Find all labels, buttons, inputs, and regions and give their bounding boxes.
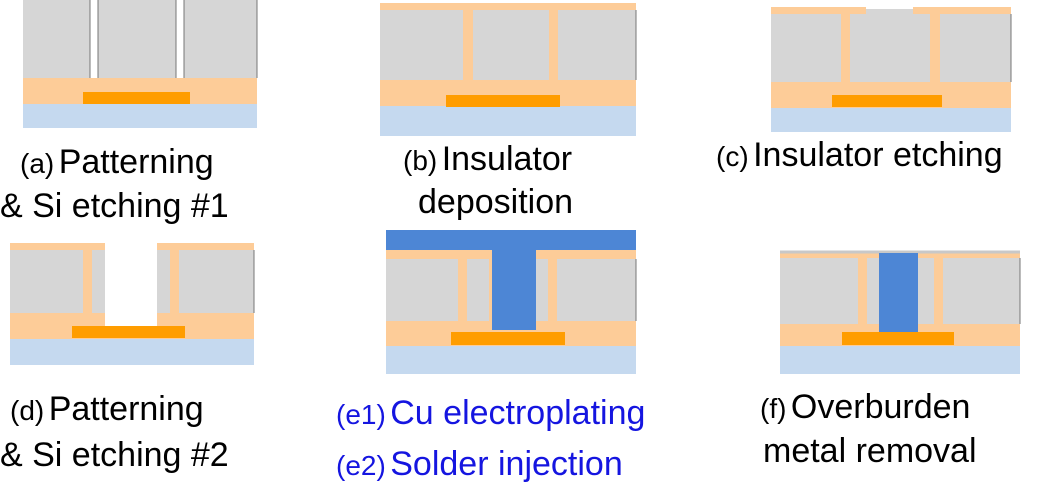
substrate-layer — [386, 346, 636, 374]
silicon-block-left — [23, 0, 90, 78]
insulator-top-left — [771, 7, 866, 14]
caption-c: (c) Insulator etching — [716, 136, 1003, 175]
diagram-c — [771, 7, 1012, 132]
silicon-block-middle — [98, 0, 176, 78]
diagram-f — [780, 250, 1021, 374]
metal-via — [879, 253, 918, 332]
silicon-block-right — [179, 250, 254, 313]
caption-d-line1: Patterning — [48, 390, 204, 428]
diagram-d — [10, 243, 255, 365]
metal-pad — [832, 95, 942, 107]
caption-d-line2: & Si etching #2 — [0, 436, 229, 474]
caption-a: (a) Patterning — [20, 143, 214, 182]
insulator-top-right — [913, 7, 1011, 14]
caption-a-line1: Patterning — [58, 143, 214, 181]
silicon-remnant-left — [92, 250, 105, 313]
silicon-block-left — [780, 258, 858, 324]
substrate-layer — [780, 346, 1020, 374]
metal-pad — [72, 326, 185, 338]
silicon-remnant-right — [536, 259, 548, 321]
caption-d-tag: (d) — [10, 395, 45, 426]
caption-b: (b) Insulator — [403, 140, 572, 179]
silicon-remnant-right — [918, 258, 934, 324]
silicon-block-middle-top — [866, 9, 913, 14]
metal-pad — [83, 92, 190, 104]
substrate-layer — [23, 104, 257, 128]
silicon-remnant-left — [867, 258, 879, 324]
caption-f-line2: metal removal — [763, 432, 977, 470]
caption-f: (f) Overburden — [760, 388, 970, 427]
metal-pad — [446, 95, 560, 107]
silicon-block-right — [943, 258, 1020, 324]
silicon-block-right — [558, 10, 636, 80]
caption-b-tag: (b) — [403, 145, 438, 176]
caption-b-line2: deposition — [418, 183, 574, 221]
etched-opening — [105, 243, 157, 326]
caption-a-line2: & Si etching #1 — [0, 187, 229, 225]
caption-b-line2-wrap: deposition — [418, 183, 573, 222]
caption-a-line2-wrap: & Si etching #1 — [0, 187, 229, 226]
diagram-b — [380, 3, 637, 136]
silicon-remnant-right — [157, 250, 170, 313]
silicon-block-left — [380, 10, 463, 80]
silicon-remnant-left — [467, 259, 489, 321]
silicon-block-left — [771, 14, 841, 82]
metal-pad — [842, 332, 954, 345]
substrate-layer — [380, 106, 636, 136]
caption-c-line1: Insulator etching — [753, 136, 1003, 174]
silicon-block-middle — [850, 14, 930, 82]
caption-e2: (e2) Solder injection — [336, 445, 623, 484]
caption-e1-tag: (e1) — [336, 399, 386, 430]
caption-e1-line: Cu electroplating — [390, 394, 646, 432]
caption-f-line1: Overburden — [790, 388, 971, 426]
substrate-layer — [10, 339, 254, 365]
insulator-top-left — [10, 243, 105, 250]
caption-f-tag: (f) — [760, 393, 787, 424]
silicon-block-right — [184, 0, 257, 78]
silicon-block-left — [10, 250, 83, 313]
caption-c-tag: (c) — [716, 141, 749, 172]
caption-f-line2-wrap: metal removal — [763, 432, 977, 471]
caption-d-line2-wrap: & Si etching #2 — [0, 436, 229, 475]
diagram-e — [386, 230, 637, 374]
insulator-top-right — [156, 243, 254, 250]
caption-d: (d) Patterning — [10, 390, 204, 429]
metal-fill-t — [386, 230, 636, 330]
caption-b-line1: Insulator — [441, 140, 573, 178]
silicon-block-right — [940, 14, 1011, 82]
substrate-layer — [771, 108, 1011, 132]
caption-e2-tag: (e2) — [336, 450, 386, 481]
silicon-block-middle — [473, 10, 549, 80]
caption-e1: (e1) Cu electroplating — [336, 394, 645, 433]
caption-a-tag: (a) — [20, 148, 55, 179]
caption-e2-line: Solder injection — [390, 445, 623, 483]
diagram-a — [23, 0, 258, 128]
metal-pad — [451, 332, 565, 345]
silicon-block-left — [386, 259, 458, 321]
silicon-block-right — [557, 259, 636, 321]
